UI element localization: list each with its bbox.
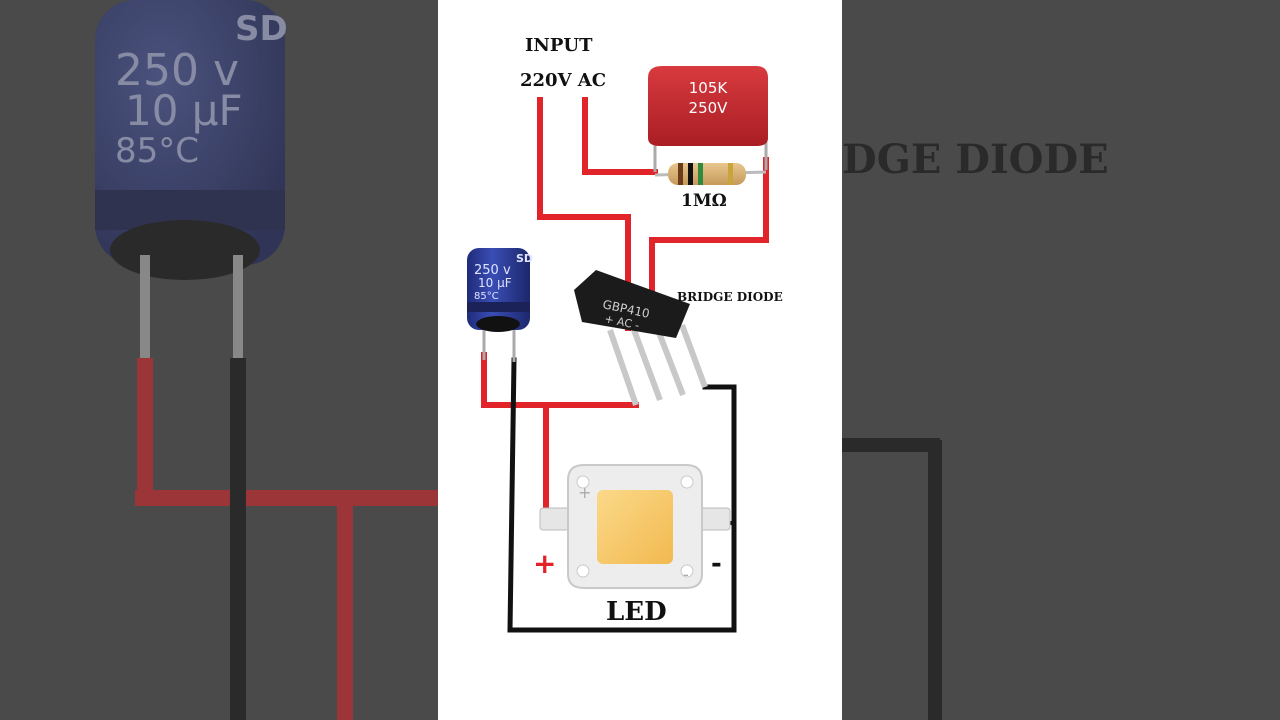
background-wires-left xyxy=(135,255,440,720)
led-module: + - xyxy=(539,464,731,589)
voltage-label: 220V AC xyxy=(520,70,606,91)
wire-resistor-to-bridge xyxy=(649,157,769,331)
led-minus-sign: - xyxy=(711,549,722,579)
wires xyxy=(481,97,769,633)
film-capacitor: 105K 250V xyxy=(648,66,768,172)
resistor xyxy=(654,163,767,185)
cap-temp: 85°C xyxy=(474,291,499,302)
diagram-panel xyxy=(438,0,842,720)
cap-capacitance: 10 μF xyxy=(478,276,512,290)
wire-negative-loop xyxy=(507,357,737,633)
background-capacitor: SD 250 v 10 μF 85°C xyxy=(95,0,288,280)
bg-cap-brand: SD xyxy=(235,9,288,49)
led-label: LED xyxy=(606,597,667,627)
wire-input-left xyxy=(537,97,631,331)
cap-brand: SD xyxy=(516,252,533,265)
film-cap-line1: 105K xyxy=(689,79,729,97)
led-chip xyxy=(597,490,673,564)
input-label: INPUT xyxy=(525,35,593,56)
film-cap-line2: 250V xyxy=(689,99,729,117)
resistor-label: 1MΩ xyxy=(681,191,727,211)
background-right: DGE DIODE xyxy=(842,0,1280,720)
led-plus-sign: + xyxy=(533,547,556,580)
bg-cap-capacitance: 10 μF xyxy=(125,86,243,135)
led-module-plus-mark: + xyxy=(578,483,591,502)
cap-voltage: 250 v xyxy=(474,263,511,278)
bridge-diode-label: BRIDGE DIODE xyxy=(677,290,783,304)
bg-cap-voltage: 250 v xyxy=(115,45,239,96)
led-module-minus-mark: - xyxy=(683,565,689,584)
wire-positive-bus xyxy=(481,352,639,408)
background-left: SD 250 v 10 μF 85°C xyxy=(0,0,440,720)
bg-cap-temp: 85°C xyxy=(115,131,199,171)
wire-input-right xyxy=(582,97,658,175)
bg-bridge-diode-text: DGE DIODE xyxy=(842,136,1109,183)
electrolytic-capacitor: SD 250 v 10 μF 85°C xyxy=(467,248,533,362)
